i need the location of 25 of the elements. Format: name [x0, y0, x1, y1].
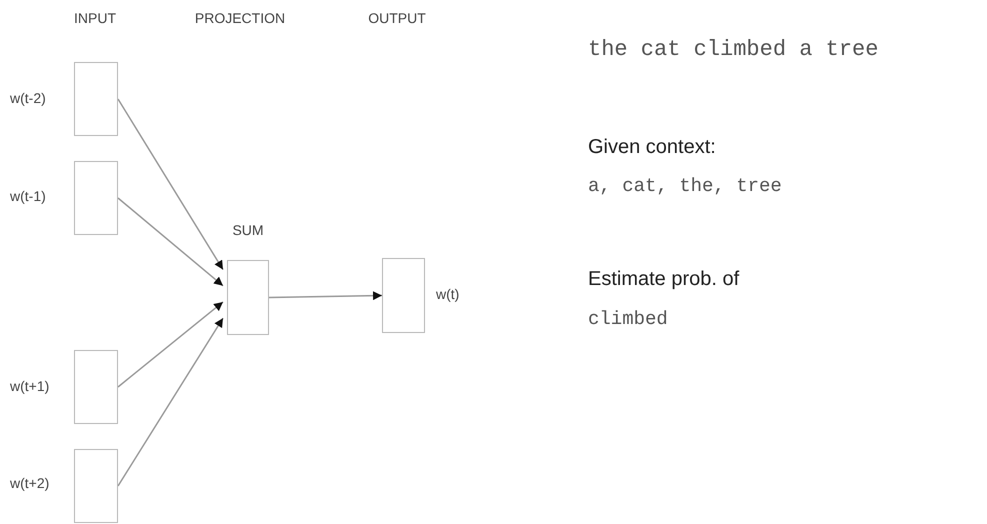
arrow [117, 98, 224, 270]
vector-box [227, 260, 269, 335]
note-text: Estimate prob. of [588, 268, 740, 291]
vector-box [74, 449, 118, 523]
vector-label: w(t+2) [10, 475, 50, 491]
vector-label: w(t-2) [10, 90, 46, 106]
target-word: climbed [588, 308, 668, 330]
vector-box [382, 258, 425, 333]
arrow [268, 291, 382, 300]
context-words: a, cat, the, tree [588, 175, 782, 197]
layer-heading: INPUT [74, 10, 116, 26]
layer-heading: PROJECTION [194, 10, 286, 26]
note-text: Given context: [588, 136, 716, 159]
vector-label: w(t) [436, 286, 460, 302]
arrow [117, 318, 224, 486]
vector-box [74, 161, 118, 235]
arrow [118, 197, 224, 286]
arrow [118, 301, 224, 388]
vector-box [74, 350, 118, 424]
layer-heading: OUTPUT [368, 10, 426, 26]
vector-label: w(t+1) [10, 378, 50, 394]
example-sentence: the cat climbed a tree [588, 37, 878, 62]
vector-box [74, 62, 118, 136]
vector-label: SUM [232, 222, 264, 238]
vector-label: w(t-1) [10, 188, 46, 204]
